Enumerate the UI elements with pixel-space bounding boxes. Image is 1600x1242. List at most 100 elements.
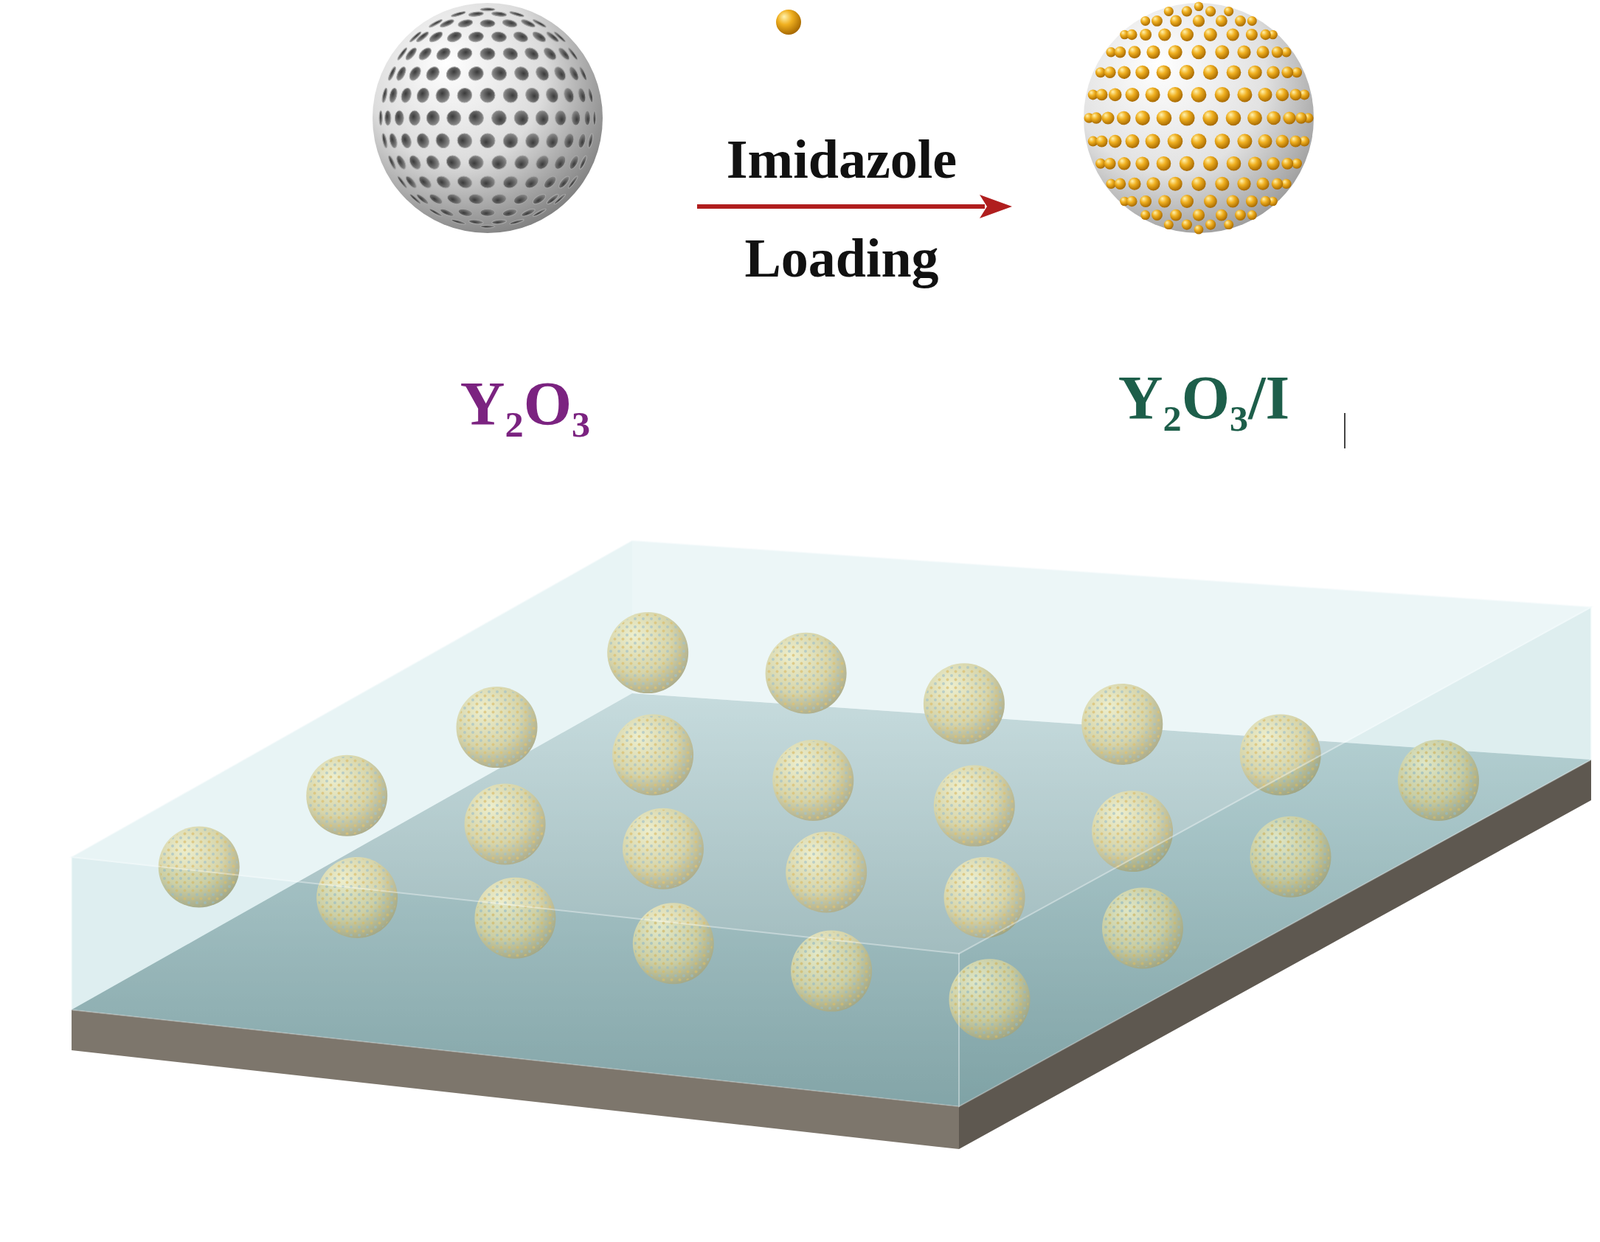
- pore: [407, 64, 423, 83]
- pore: [387, 66, 397, 82]
- imidazole-ball: [1234, 15, 1246, 27]
- pore: [454, 84, 476, 106]
- pore: [587, 87, 594, 104]
- pore: [415, 30, 430, 43]
- pore: [552, 64, 569, 83]
- imidazole-ball: [1223, 6, 1234, 17]
- imidazole-ball: [1214, 177, 1229, 192]
- imidazole-ball: [1248, 65, 1263, 80]
- pore: [556, 46, 571, 62]
- imidazole-ball: [1258, 87, 1273, 102]
- imidazole-ball: [1140, 210, 1151, 220]
- imidazole-ball: [1125, 87, 1140, 102]
- pore: [562, 132, 577, 150]
- imidazole-ball: [1266, 66, 1280, 79]
- imidazole-ball: [1168, 177, 1183, 192]
- imidazole-ball: [1281, 66, 1294, 79]
- pore: [427, 192, 445, 207]
- imidazole-ball: [1179, 156, 1195, 172]
- pore: [501, 18, 518, 29]
- imidazole-ball: [1126, 196, 1137, 207]
- pore: [492, 110, 507, 126]
- imidazole-ball: [1128, 177, 1142, 191]
- imidazole-ball: [1135, 65, 1150, 80]
- pore: [490, 64, 509, 82]
- imidazole-ball: [1114, 46, 1126, 58]
- imidazole-ball: [1114, 178, 1126, 190]
- pore: [381, 132, 389, 149]
- pore: [567, 154, 580, 171]
- imidazole-ball: [1191, 177, 1206, 192]
- pore: [523, 45, 541, 63]
- imidazole-ball: [1259, 29, 1271, 40]
- imidazole-ball: [1205, 5, 1216, 17]
- imidazole-ball: [1290, 135, 1302, 148]
- pore: [469, 110, 484, 126]
- pore: [500, 84, 521, 106]
- imidazole-ball: [1266, 111, 1281, 126]
- coating-top: [71, 540, 1592, 954]
- pore: [466, 64, 485, 82]
- imidazole-ball: [1139, 28, 1152, 41]
- imidazole-ball: [1125, 134, 1140, 149]
- imidazole-ball: [1237, 177, 1251, 191]
- imidazole-ball: [1158, 194, 1171, 208]
- pore: [480, 8, 495, 12]
- imidazole-ball: [1164, 219, 1174, 230]
- imidazole-ball: [1169, 15, 1182, 28]
- imidazole-ball: [1145, 134, 1161, 150]
- pore: [576, 132, 588, 150]
- imidazole-ball: [1108, 134, 1122, 149]
- pore: [434, 45, 453, 63]
- imidazole-ball: [1156, 156, 1172, 172]
- imidazole-ball: [1295, 112, 1307, 124]
- pore: [501, 45, 520, 62]
- pore: [531, 192, 548, 207]
- imidazole-ball: [1191, 133, 1207, 150]
- pore: [444, 152, 464, 172]
- imidazole-ball: [1226, 64, 1242, 80]
- pore: [450, 11, 466, 18]
- pore: [409, 110, 421, 126]
- pore: [415, 192, 430, 206]
- imidazole-ball: [1271, 46, 1283, 58]
- imidazole-ball: [1108, 88, 1122, 102]
- pore: [508, 11, 524, 18]
- pore: [468, 219, 484, 225]
- pore: [480, 47, 495, 60]
- imidazole-ball: [1146, 177, 1160, 191]
- pore: [426, 110, 439, 126]
- pore: [444, 64, 464, 84]
- pore: [455, 174, 474, 190]
- material-label: Y₂O₃/I: [1118, 362, 1290, 435]
- pore: [480, 87, 495, 103]
- pore: [533, 64, 552, 83]
- imidazole-ball: [1290, 88, 1302, 101]
- imidazole-ball: [1226, 28, 1240, 41]
- pore: [468, 11, 484, 17]
- imidazole-ball: [1194, 2, 1204, 12]
- pore: [468, 193, 485, 206]
- pore: [387, 154, 397, 170]
- pore: [544, 132, 560, 150]
- imidazole-ball: [1259, 196, 1271, 207]
- pore: [415, 86, 431, 105]
- loaded-sphere: [1083, 2, 1314, 234]
- imidazole-ball: [1090, 112, 1102, 124]
- imidazole-ball: [1256, 45, 1270, 59]
- pore: [480, 224, 495, 228]
- pore: [381, 87, 389, 104]
- imidazole-ball: [1214, 133, 1231, 150]
- pore: [399, 132, 414, 150]
- imidazole-ball: [1164, 6, 1174, 17]
- imidazole-ball: [1226, 194, 1240, 208]
- pore: [501, 174, 520, 190]
- pore: [394, 110, 404, 126]
- pore: [491, 193, 508, 206]
- pore: [388, 132, 399, 150]
- pore: [545, 192, 560, 206]
- pore: [447, 110, 462, 126]
- pore: [555, 110, 567, 126]
- imidazole-ball: [1226, 156, 1242, 172]
